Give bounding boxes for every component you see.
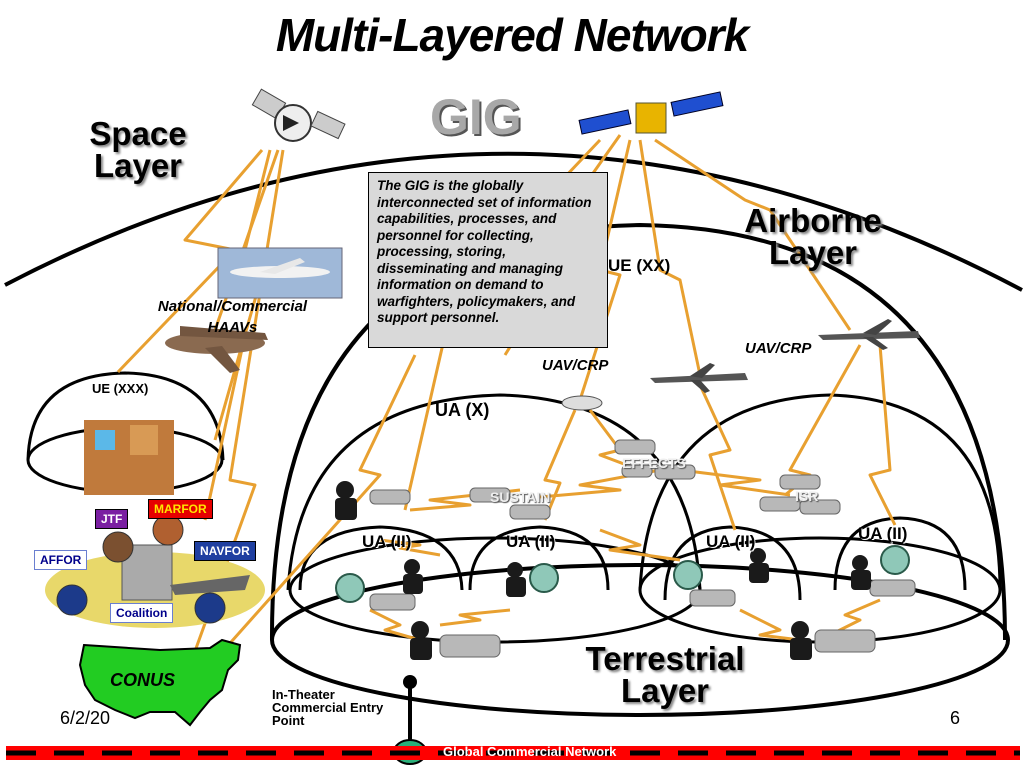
conus-map <box>78 638 242 727</box>
haav-aircraft-icon <box>217 247 343 299</box>
global-network-bar <box>6 746 1020 760</box>
gig-label: GIG <box>430 89 522 145</box>
command-post-icon <box>84 420 174 495</box>
marfor-tag: MARFOR <box>148 499 213 519</box>
navfor-tag: NAVFOR <box>194 541 256 561</box>
isr-label: ISR <box>795 488 819 504</box>
space-layer-label: Space Layer <box>89 115 187 184</box>
ua-ii-label-2: UA (II) <box>506 532 556 551</box>
conus-label: CONUS <box>110 670 176 690</box>
jtf-tag: JTF <box>95 509 129 529</box>
gig-definition-box: The GIG is the globally interconnected s… <box>368 172 608 348</box>
entry-point-label: In-Theater Commercial Entry Point <box>272 687 384 728</box>
airborne-layer-label: Airborne Layer <box>744 202 882 271</box>
uav-crp-label-2: UAV/CRP <box>745 340 812 357</box>
ua-ii-label-3: UA (II) <box>706 532 756 551</box>
ue-xx-label: UE (XX) <box>608 256 671 275</box>
ua-ii-label-4: UA (II) <box>858 524 908 543</box>
blimp-icon <box>561 395 603 411</box>
page-title: Multi-Layered Network <box>275 9 749 61</box>
ua-x-dome-left <box>286 393 702 591</box>
ue-xxx-label: UE (XXX) <box>92 381 149 396</box>
airborne-dome <box>269 222 1007 641</box>
coalition-tag: Coalition <box>110 603 174 623</box>
terrestrial-ground <box>270 563 1010 717</box>
haavs-label: National/Commercial HAAVs <box>157 298 308 336</box>
ua-ii-label-1: UA (II) <box>362 532 412 551</box>
uav-icon-1 <box>650 363 748 393</box>
cargo-plane-icon <box>165 326 268 373</box>
satellite-left-icon <box>251 88 346 142</box>
ua-x-label: UA (X) <box>435 400 490 420</box>
affor-tag: AFFOR <box>34 550 88 570</box>
space-layer-arc <box>4 151 1023 292</box>
ue-xxx-dome <box>26 371 225 461</box>
sustain-label: SUSTAIN <box>490 489 551 505</box>
ua-x-dome-right <box>638 393 1002 591</box>
page-number: 6 <box>950 708 961 728</box>
global-network-label: Global Commercial Network <box>443 744 617 759</box>
uav-crp-label-1: UAV/CRP <box>542 357 609 374</box>
uav-icon-2 <box>818 319 920 350</box>
effects-label: EFFECTS <box>622 455 686 471</box>
footer-date: 6/2/20 <box>60 708 111 728</box>
terrestrial-layer-label: Terrestrial Layer <box>585 640 745 709</box>
satellite-right-icon <box>578 91 724 135</box>
